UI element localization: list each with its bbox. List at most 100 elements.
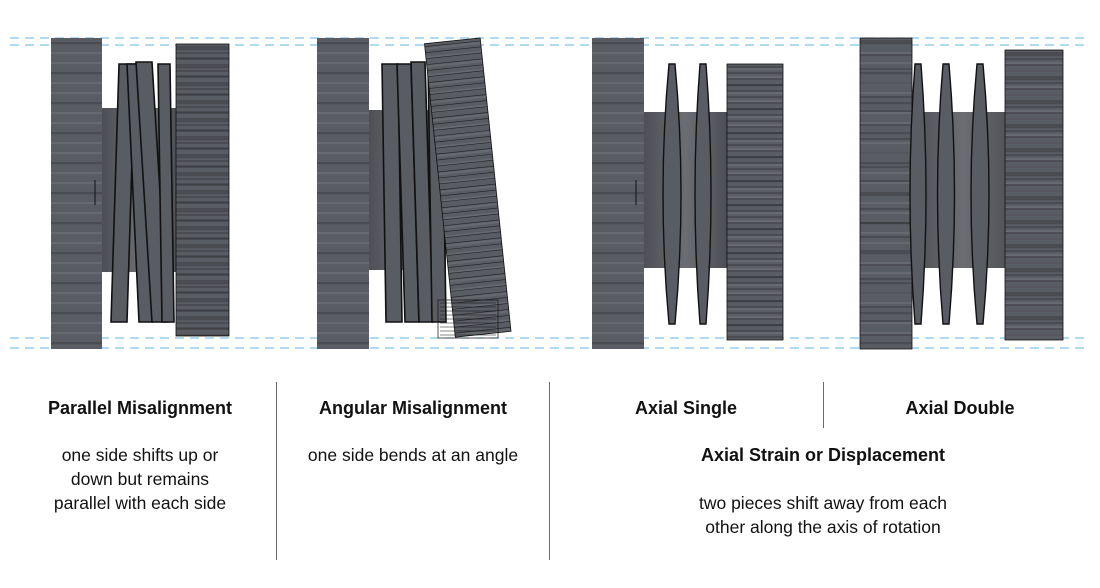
block-band (317, 52, 369, 55)
block-line (444, 225, 500, 233)
block-band (860, 142, 912, 145)
block-band (592, 152, 644, 155)
lens-disc-outline (694, 63, 712, 325)
block-line (432, 112, 489, 119)
block-band (860, 162, 912, 165)
block-band (1005, 158, 1063, 161)
block-band (434, 131, 491, 140)
block-band (860, 202, 912, 205)
block-band (1005, 318, 1063, 321)
block-band (592, 272, 644, 275)
block-band (176, 318, 229, 321)
block-band (1005, 254, 1063, 257)
block-band (317, 262, 369, 265)
block-band (1005, 78, 1063, 81)
block-band (51, 222, 102, 225)
block-line (443, 219, 500, 227)
block-band (51, 62, 102, 65)
block-band (176, 57, 229, 60)
block-band (317, 222, 369, 225)
block-band (592, 112, 644, 115)
block-band (592, 332, 644, 335)
block-band (317, 62, 369, 65)
block-band (727, 92, 783, 95)
block-band (592, 262, 644, 265)
axial-group-description: two pieces shift away from each other al… (560, 491, 1086, 539)
block-band (176, 102, 229, 105)
block-line (439, 177, 495, 185)
block-band (176, 120, 229, 123)
block-band (860, 232, 912, 235)
flex-disc (382, 64, 402, 322)
block-outline (424, 37, 512, 338)
panel-title-parallel: Parallel Misalignment (47, 398, 233, 418)
description-line: one side shifts up or (61, 445, 219, 465)
block-band (176, 300, 229, 303)
block-outline (726, 63, 784, 341)
block-line (453, 315, 510, 322)
block-band (317, 112, 369, 115)
block-band (860, 262, 912, 265)
block-band (51, 122, 102, 125)
block-line (436, 147, 492, 155)
block-band (860, 62, 912, 65)
block-band (317, 212, 369, 215)
block-band (592, 142, 644, 145)
block-band (432, 113, 489, 122)
block-band (592, 62, 644, 65)
block-band (426, 59, 483, 68)
block-line (433, 124, 490, 131)
block-band (1005, 134, 1063, 137)
block-band (317, 282, 369, 285)
block-band (51, 212, 102, 215)
block-band (429, 86, 486, 95)
block-band (592, 242, 644, 245)
block-band (860, 272, 912, 275)
block-band (727, 308, 783, 311)
block-band (727, 244, 783, 247)
lens-disc (971, 64, 989, 324)
block-band (454, 319, 510, 328)
block-line (438, 171, 495, 179)
block-band (860, 92, 912, 95)
block-band (1005, 222, 1063, 225)
block-band (1005, 150, 1063, 153)
block-band (317, 72, 369, 75)
block-band (860, 192, 912, 195)
lens-disc-outline (970, 63, 990, 325)
block-band (424, 41, 481, 50)
block-band (176, 165, 229, 168)
block-band (727, 164, 783, 167)
block-band (860, 342, 912, 345)
block-band (51, 172, 102, 175)
block-band (317, 342, 369, 345)
block-band (592, 322, 644, 325)
block-band (317, 242, 369, 245)
block-band (727, 172, 783, 175)
block-band (1005, 278, 1063, 281)
block-band (860, 42, 912, 45)
block-band (427, 68, 484, 77)
block-band (51, 312, 102, 315)
block-band (448, 265, 505, 274)
block-band (176, 183, 229, 186)
block-band (176, 291, 229, 294)
hatched-base (437, 299, 499, 339)
block-band (592, 172, 644, 175)
block-band (51, 302, 102, 305)
lens-disc-outline (662, 63, 682, 325)
block-line (435, 142, 492, 149)
block-band (443, 220, 500, 229)
block-band (727, 68, 783, 71)
block-band (439, 176, 495, 185)
block-band (592, 202, 644, 205)
axial-single-illustration (592, 38, 784, 349)
block-line (430, 94, 487, 101)
block-band (51, 282, 102, 285)
block-line (447, 255, 504, 262)
block-band (1005, 182, 1063, 185)
block-band (860, 172, 912, 175)
block-band (51, 182, 102, 185)
block-band (1005, 62, 1063, 65)
flex-disc-outline (157, 63, 175, 323)
